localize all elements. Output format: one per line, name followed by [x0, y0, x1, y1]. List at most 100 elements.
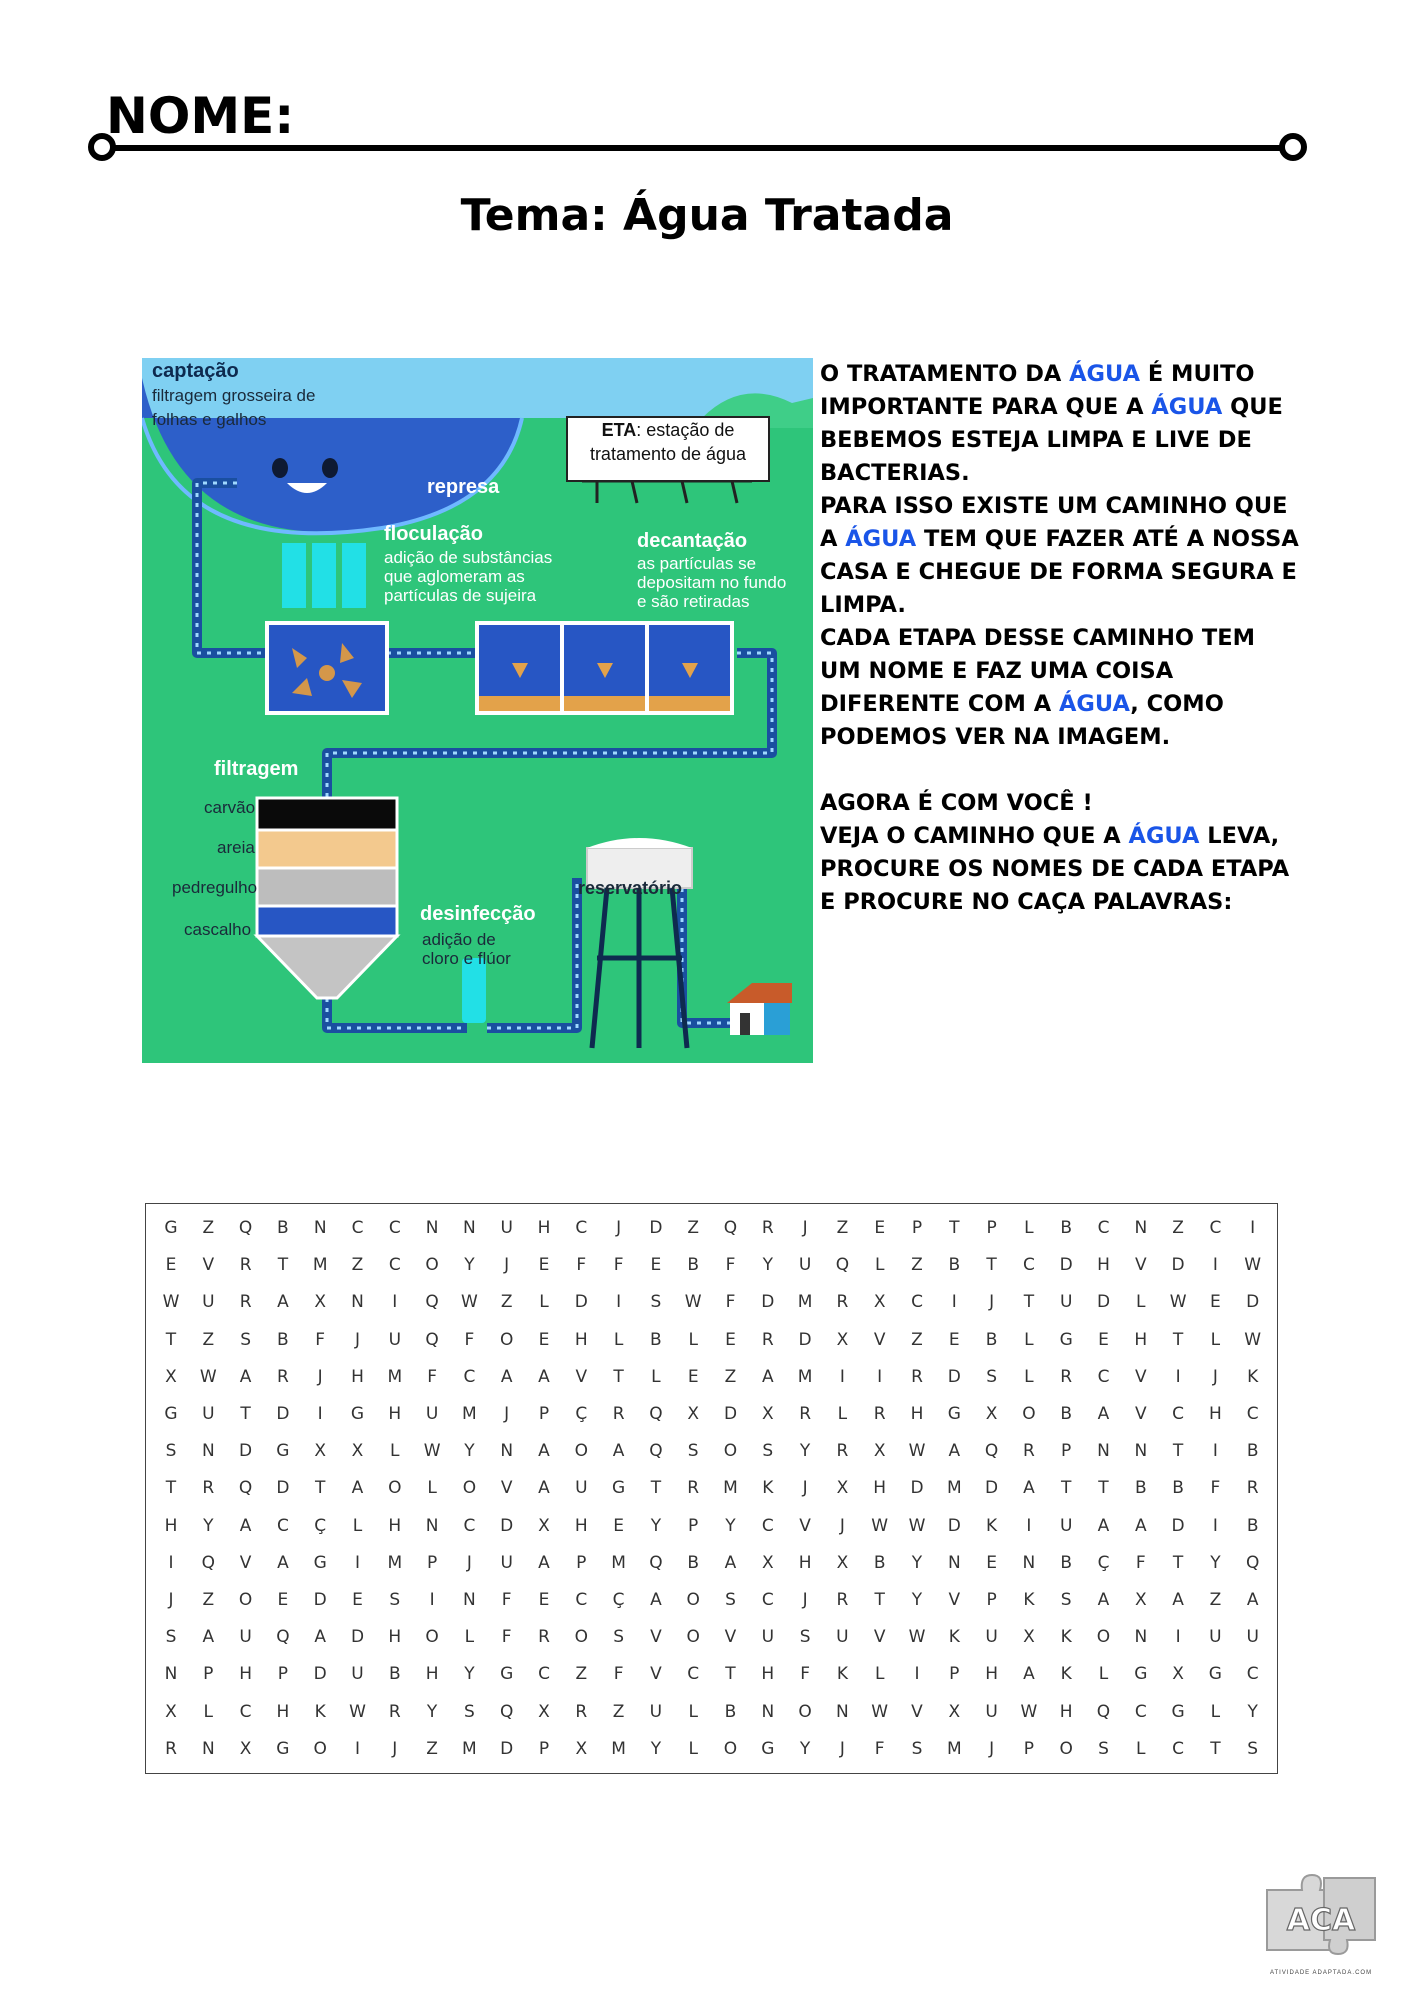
grid-cell[interactable]: W [871, 1701, 889, 1722]
grid-cell[interactable]: V [1134, 1404, 1147, 1424]
grid-cell[interactable]: I [1175, 1627, 1181, 1648]
grid-cell[interactable]: B [1060, 1404, 1073, 1424]
grid-cell[interactable]: Q [1096, 1701, 1111, 1722]
grid-cell[interactable]: R [873, 1404, 886, 1424]
grid-cell[interactable]: U [239, 1627, 252, 1648]
grid-cell[interactable]: X [239, 1738, 252, 1759]
grid-cell[interactable]: B [873, 1552, 886, 1573]
grid-cell[interactable]: H [351, 1366, 364, 1387]
grid-cell[interactable]: W [684, 1292, 702, 1313]
grid-cell[interactable]: T [1172, 1441, 1184, 1462]
grid-cell[interactable]: X [1172, 1664, 1184, 1685]
grid-cell[interactable]: F [576, 1255, 587, 1276]
grid-cell[interactable]: L [1098, 1664, 1109, 1685]
grid-cell[interactable]: V [799, 1515, 811, 1536]
grid-cell[interactable]: C [575, 1218, 588, 1238]
grid-cell[interactable]: V [650, 1627, 662, 1648]
grid-cell[interactable]: H [873, 1478, 887, 1499]
grid-cell[interactable]: J [802, 1218, 808, 1238]
grid-cell[interactable]: Y [426, 1701, 438, 1722]
grid-cell[interactable]: G [313, 1552, 327, 1573]
grid-cell[interactable]: N [201, 1441, 215, 1462]
grid-cell[interactable]: Z [836, 1218, 849, 1238]
grid-cell[interactable]: F [1135, 1552, 1146, 1573]
grid-cell[interactable]: M [723, 1478, 738, 1499]
grid-cell[interactable]: M [387, 1366, 403, 1387]
grid-cell[interactable]: H [798, 1552, 812, 1573]
grid-cell[interactable]: X [948, 1701, 961, 1722]
grid-cell[interactable]: M [312, 1255, 328, 1276]
grid-cell[interactable]: L [1136, 1292, 1146, 1313]
grid-cell[interactable]: K [1247, 1366, 1259, 1387]
grid-cell[interactable]: B [985, 1329, 998, 1350]
grid-cell[interactable]: A [538, 1552, 550, 1573]
grid-cell[interactable]: G [1208, 1664, 1222, 1685]
grid-cell[interactable]: Z [911, 1329, 923, 1350]
grid-cell[interactable]: Z [724, 1366, 737, 1387]
grid-cell[interactable]: A [1134, 1515, 1147, 1536]
grid-cell[interactable]: P [426, 1552, 438, 1573]
grid-cell[interactable]: W [1244, 1329, 1262, 1350]
grid-cell[interactable]: O [798, 1701, 812, 1722]
grid-cell[interactable]: L [1024, 1218, 1034, 1238]
grid-cell[interactable]: H [1134, 1329, 1148, 1350]
grid-cell[interactable]: I [1212, 1515, 1218, 1536]
grid-cell[interactable]: G [947, 1404, 961, 1424]
grid-cell[interactable]: E [538, 1590, 550, 1610]
grid-cell[interactable]: D [350, 1627, 365, 1648]
grid-cell[interactable]: K [1023, 1590, 1035, 1610]
grid-cell[interactable]: Y [1210, 1552, 1221, 1573]
grid-cell[interactable]: E [538, 1329, 550, 1350]
grid-cell[interactable]: L [203, 1701, 214, 1722]
grid-cell[interactable]: P [277, 1664, 289, 1685]
grid-cell[interactable]: C [761, 1515, 774, 1536]
grid-cell[interactable]: Z [1172, 1218, 1184, 1238]
grid-cell[interactable]: B [1134, 1478, 1147, 1499]
grid-cell[interactable]: F [800, 1664, 810, 1685]
grid-cell[interactable]: H [985, 1664, 998, 1685]
grid-cell[interactable]: T [949, 1218, 960, 1238]
grid-cell[interactable]: G [164, 1218, 178, 1238]
grid-cell[interactable]: N [463, 1590, 476, 1610]
grid-cell[interactable]: Z [612, 1701, 625, 1722]
grid-cell[interactable]: B [1246, 1515, 1259, 1536]
grid-cell[interactable]: C [761, 1590, 774, 1610]
grid-cell[interactable]: V [911, 1701, 923, 1722]
grid-cell[interactable]: M [946, 1478, 962, 1499]
grid-cell[interactable]: A [1023, 1664, 1035, 1685]
grid-cell[interactable]: U [351, 1664, 364, 1685]
grid-cell[interactable]: S [986, 1366, 997, 1387]
grid-cell[interactable]: R [761, 1329, 774, 1350]
grid-cell[interactable]: Q [649, 1552, 663, 1573]
grid-cell[interactable]: J [354, 1329, 360, 1350]
grid-cell[interactable]: H [388, 1515, 402, 1536]
grid-cell[interactable]: C [388, 1255, 401, 1276]
grid-cell[interactable]: R [388, 1701, 401, 1722]
grid-cell[interactable]: C [463, 1366, 476, 1387]
grid-cell[interactable]: Q [1245, 1552, 1260, 1573]
grid-cell[interactable]: T [1060, 1478, 1072, 1499]
grid-cell[interactable]: R [239, 1255, 252, 1276]
grid-cell[interactable]: N [201, 1738, 215, 1759]
grid-cell[interactable]: H [574, 1515, 588, 1536]
grid-cell[interactable]: Q [499, 1701, 514, 1722]
grid-cell[interactable]: K [986, 1515, 998, 1536]
grid-cell[interactable]: I [1026, 1515, 1032, 1536]
grid-cell[interactable]: J [839, 1738, 845, 1759]
grid-cell[interactable]: M [946, 1738, 962, 1759]
grid-cell[interactable]: W [908, 1515, 926, 1536]
grid-cell[interactable]: A [500, 1366, 513, 1387]
grid-cell[interactable]: O [574, 1441, 588, 1462]
grid-cell[interactable]: R [911, 1366, 923, 1387]
grid-cell[interactable]: Y [464, 1255, 475, 1276]
grid-cell[interactable]: Z [351, 1255, 364, 1276]
grid-cell[interactable]: T [240, 1404, 251, 1424]
grid-cell[interactable]: P [986, 1590, 997, 1610]
grid-cell[interactable]: A [761, 1366, 774, 1387]
grid-cell[interactable]: F [464, 1329, 475, 1350]
grid-cell[interactable]: R [1022, 1441, 1035, 1462]
grid-cell[interactable]: E [1210, 1292, 1221, 1313]
grid-cell[interactable]: C [1172, 1738, 1185, 1759]
grid-cell[interactable]: J [317, 1366, 323, 1387]
grid-cell[interactable]: L [1136, 1738, 1146, 1759]
